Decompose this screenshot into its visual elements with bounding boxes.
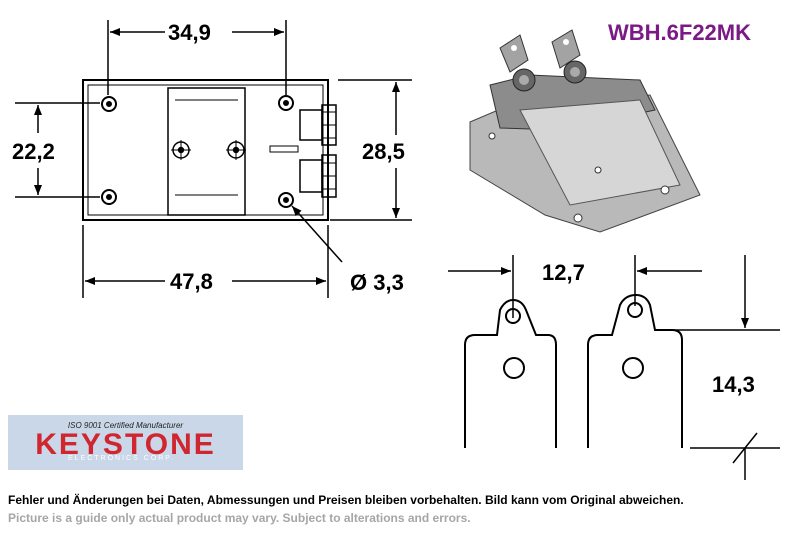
brand-subtitle: ELECTRONICS CORP.: [68, 455, 175, 462]
mounting-hole: [278, 192, 294, 208]
mounting-hole: [278, 95, 294, 111]
dim-left-height: 22,2: [12, 139, 55, 164]
mounting-hole: [101, 189, 117, 205]
brand-name: KEYSTONE: [35, 428, 216, 461]
certification-text: ISO 9001 Certified Manufacturer: [67, 421, 184, 430]
dimension-lines-side-view: [448, 255, 780, 480]
dim-terminal-height: 14,3: [712, 372, 755, 397]
rivet-left: [171, 140, 191, 160]
snap-connector-top: [299, 104, 337, 146]
dim-top-spacing: 34,9: [168, 20, 211, 45]
holder-outline: [82, 79, 329, 221]
snap-connector-bottom: [269, 145, 337, 198]
terminal-hole-bottom: [503, 357, 525, 379]
top-view-drawing: [82, 79, 337, 221]
dimension-lines-top-view: [15, 20, 412, 298]
mounting-hole: [101, 96, 117, 112]
terminal-hole-bottom: [622, 357, 644, 379]
product-photo: [469, 29, 701, 233]
disclaimer-german: Fehler und Änderungen bei Daten, Abmessu…: [8, 493, 684, 507]
dim-hole-diameter: Ø 3,3: [350, 270, 404, 295]
dim-right-height: 28,5: [362, 139, 405, 164]
part-number: WBH.6F22MK: [608, 20, 752, 45]
rivet-right: [226, 140, 246, 160]
dim-total-width: 47,8: [170, 269, 213, 294]
dim-terminal-spacing: 12,7: [542, 260, 585, 285]
disclaimer-english: Picture is a guide only actual product m…: [8, 511, 471, 525]
keystone-logo: ISO 9001 Certified Manufacturer KEYSTONE…: [8, 415, 243, 470]
side-view-drawing: [464, 293, 683, 448]
